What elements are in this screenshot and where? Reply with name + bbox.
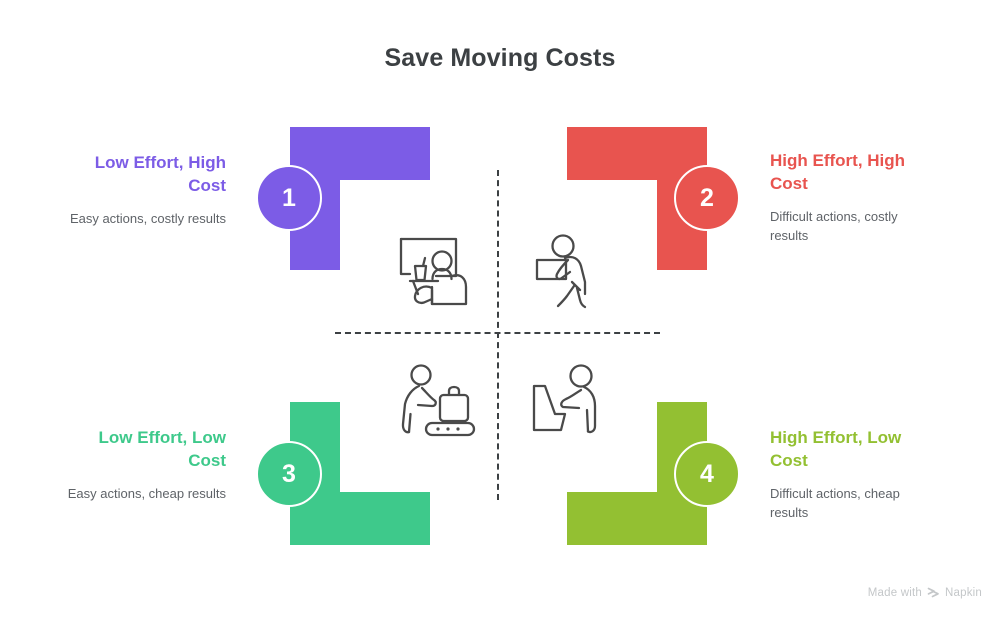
horizontal-axis-dashed-line: [335, 332, 660, 334]
quadrant-4-number: 4: [700, 459, 714, 488]
quadrant-3-bar-horizontal: [290, 492, 430, 545]
quadrant-1-text-block: Low Effort, High Cost Easy actions, cost…: [66, 152, 226, 229]
quadrant-4-title: High Effort, Low Cost: [770, 428, 902, 470]
quadrant-1-number-badge[interactable]: 1: [256, 165, 322, 231]
quadrant-4-description: Difficult actions, cheap results: [770, 485, 900, 520]
quadrant-2-title: High Effort, High Cost: [770, 151, 906, 193]
napkin-watermark[interactable]: Made with Napkin: [868, 586, 982, 599]
quadrant-4-number-badge[interactable]: 4: [674, 441, 740, 507]
quadrant-2-description: Difficult actions, costly results: [770, 208, 898, 243]
napkin-chevron-logo-icon: [927, 586, 940, 599]
quadrant-4-shape[interactable]: [567, 402, 707, 545]
vertical-axis-dashed-line: [497, 170, 499, 500]
quadrant-3-title: Low Effort, Low Cost: [98, 428, 226, 470]
quadrant-2-text-block: High Effort, High Cost Difficult actions…: [770, 150, 930, 246]
person-leaning-over-desk-icon: [527, 362, 611, 442]
quadrant-4-text-block: High Effort, Low Cost Difficult actions,…: [770, 427, 930, 523]
person-carrying-box-icon: [527, 232, 611, 312]
page-title: Save Moving Costs: [384, 44, 616, 72]
person-relaxing-in-armchair-icon: [392, 232, 476, 312]
watermark-brand: Napkin: [945, 586, 982, 599]
quadrant-1-number: 1: [282, 183, 296, 212]
quadrant-3-description: Easy actions, cheap results: [67, 485, 226, 501]
quadrant-1-title: Low Effort, High Cost: [94, 153, 226, 195]
quadrant-1-description: Easy actions, costly results: [69, 210, 226, 226]
quadrant-3-number: 3: [282, 459, 296, 488]
quadrant-2-number-badge[interactable]: 2: [674, 165, 740, 231]
quadrant-3-number-badge[interactable]: 3: [256, 441, 322, 507]
quadrant-4-bar-horizontal: [567, 492, 707, 545]
person-with-suitcase-on-conveyor-icon: [392, 362, 476, 442]
quadrant-3-text-block: Low Effort, Low Cost Easy actions, cheap…: [66, 427, 226, 504]
quadrant-2-number: 2: [700, 183, 714, 212]
watermark-text: Made with: [867, 586, 922, 599]
